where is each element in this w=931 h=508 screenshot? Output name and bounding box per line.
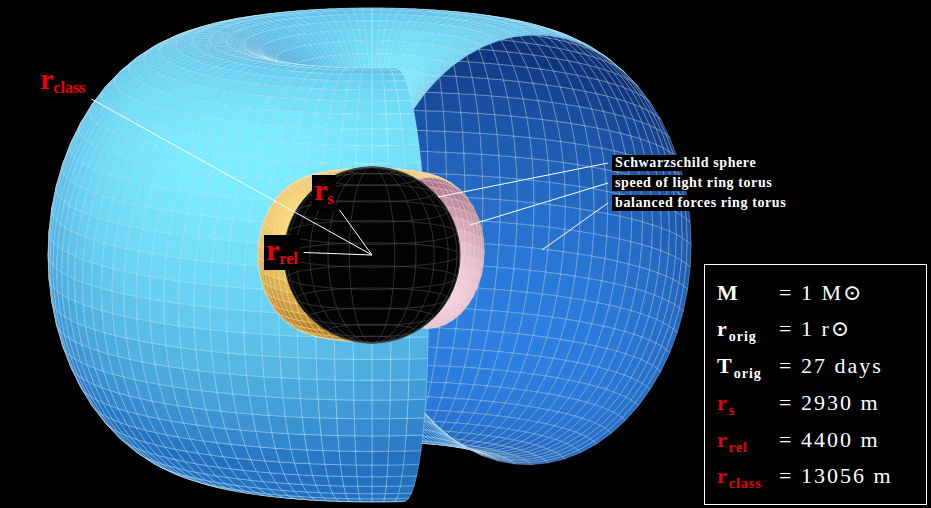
torus-facet bbox=[652, 225, 662, 251]
torus-facet bbox=[642, 222, 653, 248]
torus-facet bbox=[550, 182, 566, 206]
torus-facet bbox=[516, 224, 534, 248]
torus-facet bbox=[445, 131, 464, 153]
torus-facet bbox=[530, 138, 548, 161]
torus-facet bbox=[592, 234, 607, 259]
torus-facet bbox=[495, 267, 514, 290]
torus-facet bbox=[517, 201, 534, 225]
torus-facet bbox=[514, 136, 532, 159]
torus-facet bbox=[364, 14, 372, 21]
torus-facet bbox=[565, 184, 580, 209]
torus-facet bbox=[428, 152, 447, 174]
torus-facet bbox=[550, 205, 566, 230]
torus-facet bbox=[497, 135, 516, 157]
torus-facet bbox=[427, 131, 446, 153]
torus-facet bbox=[442, 93, 461, 113]
torus-facet bbox=[513, 462, 531, 464]
torus-facet bbox=[607, 214, 620, 239]
torus-facet bbox=[480, 133, 499, 155]
torus-facet bbox=[459, 94, 478, 114]
torus-facet bbox=[631, 219, 643, 244]
torus-facet bbox=[686, 241, 691, 267]
torus-facet bbox=[605, 236, 619, 261]
torus-facet bbox=[363, 10, 372, 14]
torus-facet bbox=[676, 234, 683, 260]
torus-facet bbox=[440, 76, 459, 94]
torus-facet bbox=[482, 154, 500, 177]
torus-facet bbox=[372, 21, 379, 30]
torus-facet bbox=[534, 203, 550, 227]
torus-facet bbox=[475, 288, 494, 311]
torus-facet bbox=[669, 231, 677, 257]
torus-facet bbox=[594, 189, 608, 214]
torus-facet bbox=[426, 111, 445, 132]
torus-facet bbox=[532, 159, 549, 183]
torus-facet bbox=[497, 245, 516, 269]
torus-facet bbox=[514, 246, 532, 270]
torus-facet bbox=[424, 92, 443, 111]
torus-facet bbox=[482, 221, 500, 245]
torus-facet bbox=[563, 162, 579, 186]
torus-facet bbox=[463, 132, 482, 154]
torus-facet bbox=[443, 111, 462, 132]
torus-facet bbox=[578, 231, 594, 256]
torus-facet bbox=[530, 248, 548, 272]
torus-facet bbox=[372, 14, 380, 21]
torus-facet bbox=[546, 250, 564, 274]
torus-facet bbox=[464, 153, 483, 176]
torus-facet bbox=[620, 216, 632, 241]
torus-facet bbox=[461, 112, 480, 133]
torus-facet bbox=[499, 155, 517, 178]
torus-facet bbox=[495, 115, 514, 136]
torus-facet bbox=[669, 209, 677, 235]
torus-facet bbox=[372, 10, 381, 14]
torus-facet bbox=[594, 211, 608, 236]
torus-facet bbox=[661, 228, 670, 254]
torus-facet bbox=[365, 21, 372, 30]
torus-facet bbox=[446, 152, 465, 175]
torus-facet bbox=[580, 186, 595, 211]
torus-facet bbox=[516, 157, 534, 180]
torus-facet bbox=[465, 175, 483, 198]
torus-facet bbox=[478, 113, 497, 134]
torus-facet bbox=[499, 222, 517, 246]
torus-facet bbox=[517, 179, 534, 203]
torus-facet bbox=[500, 177, 517, 201]
